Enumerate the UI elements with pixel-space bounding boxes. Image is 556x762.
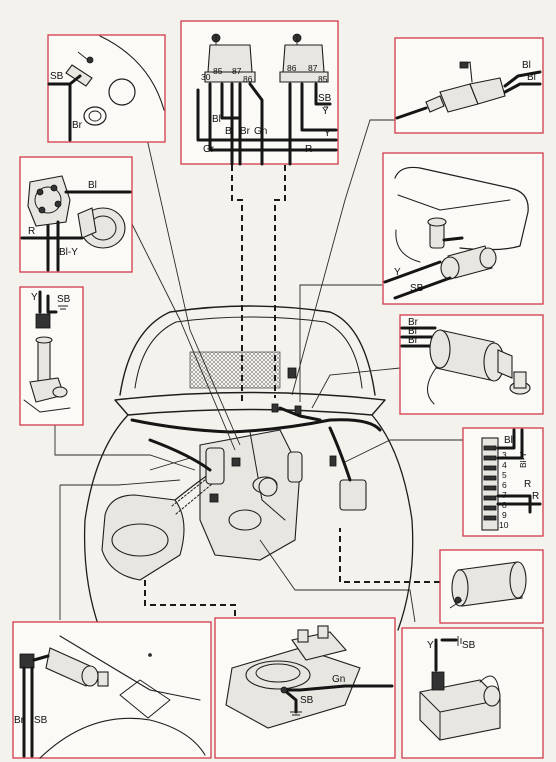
wire-label: Y [31,292,38,303]
wire-label: SB [410,283,424,294]
terminal-number: 86 [287,63,297,73]
wire-label: Gn [254,126,267,137]
wire-label: Br [408,317,419,328]
panel-bottom-center: SB Gn [214,617,396,759]
wire-label: Bl [504,435,513,446]
fuse-number: 6 [502,480,507,490]
wire-label: SB [57,294,71,305]
fuse-number: 5 [502,470,507,480]
wire-label: R [532,491,539,502]
wire-label: Bl [88,180,97,191]
panel-fuel-tank: Y SB [382,152,544,305]
wire-label: Br [14,715,25,726]
wire-label: Y [394,267,401,278]
wire-label: Br [240,126,251,137]
fuse-rows [483,445,497,521]
terminal-number: 87 [232,66,242,76]
panel-bottom-right: Y SB [401,627,544,759]
wire-label: Bl [408,326,417,337]
panel-top-right: Bl Bl [394,37,544,134]
wire-label: Y [324,128,331,139]
wire-label: SB [34,715,48,726]
wire-label: R [524,479,531,490]
fuse-number: 4 [502,460,507,470]
panel-fuse-box: 3 4 5 6 7 8 9 10 Bl Bl-Y R R [462,427,544,537]
panel-distributor: Bl R Bl-Y [19,156,133,273]
wire-label: Y [427,640,434,651]
wire-label: Gn [332,674,345,685]
fuse-number: 9 [502,510,507,520]
wire-label: Y [322,106,329,117]
car-engine-bay [83,305,414,631]
fuse-number: 10 [499,520,509,530]
wire-label: Bl-Y [59,247,78,258]
wire-label: SB [462,640,476,651]
wire-label: SB [300,695,314,706]
panel-bottom-left: Br SB [12,621,212,759]
panel-right-motor: Br Bl Br [399,314,544,415]
wire-label: R [305,144,312,155]
terminal-number: 30 [201,72,211,82]
panel-top-left: SB Br [47,34,166,143]
wire-label: Bl [225,126,234,137]
terminal-number: 85 [213,66,223,76]
terminal-number: 85 [318,74,328,84]
panel-left-sensor: Y SB [19,286,84,426]
wire-label: SB [50,71,64,82]
wire-label: R [28,226,35,237]
wire-label: Br [72,120,83,131]
panel-relays: 30 85 87 86 86 87 85 SB Bl Bl Br Gn Y Gr… [180,20,339,166]
wire-label: Br [408,335,419,346]
wire-label: Bl [522,60,531,71]
wire-label: Gr [203,144,215,155]
terminal-number: 87 [308,63,318,73]
terminal-number: 86 [243,74,253,84]
wire-label: Bl [527,72,536,83]
wire-label: Bl [212,114,221,125]
wire-label: SB [318,93,332,104]
fuse-number: 3 [502,450,507,460]
panel-coil [439,549,544,624]
leader-lines [54,119,465,623]
wire-label: Bl-Y [518,452,528,468]
